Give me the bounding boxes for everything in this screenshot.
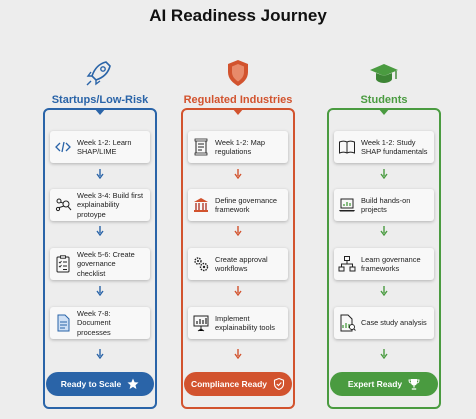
step-card: Define governance framework <box>188 189 288 221</box>
step-label: Week 7-8: Document processes <box>77 309 111 337</box>
down-arrow-icon <box>234 349 242 359</box>
column-title: Startups/Low-Risk <box>51 94 149 106</box>
column-title: Students <box>360 94 408 106</box>
column-startups: Startups/Low-Risk Week 1-2: Learn SHAP/L… <box>26 58 174 409</box>
step-card: Week 1-2: Map regulations <box>188 131 288 163</box>
step-label: Case study analysis <box>361 318 427 328</box>
down-arrow-icon <box>96 349 104 359</box>
page-title: AI Readiness Journey <box>149 6 327 25</box>
step-card: Week 1-2: Study SHAP fundamentals <box>334 131 434 163</box>
step-card: Week 1-2: Learn SHAP/LIME <box>50 131 150 163</box>
step-label: Learn governance frameworks <box>361 254 421 273</box>
scroll-icon <box>194 138 208 156</box>
column-frame <box>43 108 157 409</box>
step-label: Week 3-4: Build first explainability pro… <box>77 191 143 219</box>
column-regulated: Regulated Industries Week 1-2: Map regul… <box>164 58 312 409</box>
column-frame <box>181 108 295 409</box>
checklist-icon <box>56 255 70 273</box>
step-label: Create approval workflows <box>215 254 268 273</box>
outcome-button[interactable]: Expert Ready <box>330 372 438 396</box>
rocket-icon <box>86 61 111 86</box>
step-label: Week 1-2: Study SHAP fundamentals <box>361 137 428 156</box>
document-chart-icon <box>340 314 356 332</box>
shield-icon <box>228 60 248 86</box>
outcome-button[interactable]: Ready to Scale <box>46 372 154 396</box>
step-card: Week 7-8: Document processes <box>50 307 150 339</box>
column-students: Students Week 1-2: Study SHAP fundamenta… <box>310 58 458 409</box>
graduation-cap-icon <box>370 64 398 83</box>
outcome-label: Ready to Scale <box>60 379 122 389</box>
gears-icon <box>194 257 209 272</box>
step-label: Week 5-6: Create governance checklist <box>77 250 135 278</box>
document-icon <box>57 314 70 332</box>
outcome-label: Compliance Ready <box>190 379 268 389</box>
down-arrow-icon <box>234 226 242 236</box>
down-arrow-icon <box>96 169 104 179</box>
down-arrow-icon <box>380 169 388 179</box>
down-arrow-icon <box>380 349 388 359</box>
down-arrow-icon <box>380 286 388 296</box>
step-card: Build hands-on projects <box>334 189 434 221</box>
outcome-button[interactable]: Compliance Ready <box>184 372 292 396</box>
step-card: Learn governance frameworks <box>334 248 434 280</box>
step-card: Implement explainability tools <box>188 307 288 339</box>
shield-check-icon <box>273 378 285 390</box>
down-arrow-icon <box>380 226 388 236</box>
down-arrow-icon <box>234 169 242 179</box>
down-arrow-icon <box>234 286 242 296</box>
step-label: Define governance framework <box>215 195 278 214</box>
step-label: Implement explainability tools <box>215 313 275 332</box>
column-frame <box>327 108 441 409</box>
step-label: Build hands-on projects <box>361 195 411 214</box>
book-icon <box>339 140 355 154</box>
code-icon <box>55 141 71 153</box>
bank-icon <box>194 198 208 212</box>
step-label: Week 1-2: Map regulations <box>215 137 265 156</box>
presentation-chart-icon <box>193 315 209 332</box>
star-icon <box>127 378 139 389</box>
step-card: Case study analysis <box>334 307 434 339</box>
step-card: Week 3-4: Build first explainability pro… <box>50 189 150 221</box>
down-arrow-icon <box>96 226 104 236</box>
step-label: Week 1-2: Learn SHAP/LIME <box>77 137 132 156</box>
step-card: Create approval workflows <box>188 248 288 280</box>
network-search-icon <box>55 198 72 212</box>
laptop-chart-icon <box>339 198 355 212</box>
column-title: Regulated Industries <box>183 94 293 106</box>
hierarchy-icon <box>338 256 356 272</box>
step-card: Week 5-6: Create governance checklist <box>50 248 150 280</box>
outcome-label: Expert Ready <box>347 379 403 389</box>
trophy-icon <box>408 379 420 390</box>
down-arrow-icon <box>96 286 104 296</box>
